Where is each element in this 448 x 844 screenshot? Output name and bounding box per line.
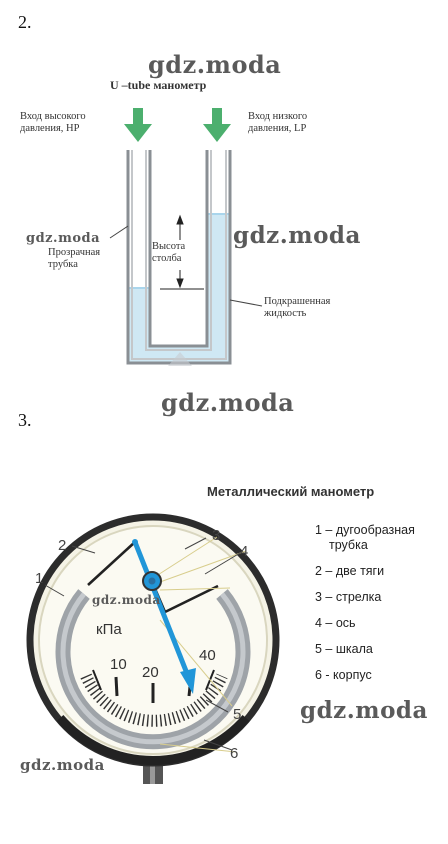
liquid-pointer-line [229,299,263,307]
watermark: gdz.moda [300,697,428,724]
utube-manometer-diagram [109,108,263,366]
legend-item-5: 5 – шкала [315,642,373,656]
hp-inlet-label-line2: давления, HP [20,123,80,134]
legend-item-4: 4 – ось [315,616,356,630]
section-number-2: 2. [18,12,32,32]
gauge-axis [142,571,162,591]
lp-inlet-arrow [203,108,231,142]
lp-inlet-label-line2: давления, LP [248,123,307,134]
gauge-needle [132,539,196,694]
gauge-legend: 1 – дугообразная трубка 2 – две тяги 3 –… [315,523,445,683]
legend-item-1: 1 – дугообразная [315,523,415,537]
lp-inlet-label-line1: Вход низкого [248,111,308,122]
colored-liquid-label-line2: жидкость [264,308,307,319]
callout-lines [44,537,241,751]
hp-inlet-label-line1: Вход высокого [20,111,86,122]
utube-title: U –tube манометр [110,78,207,92]
callout-3: 3 [212,527,221,544]
watermark: gdz.moda [20,756,105,774]
legend-item-6: 6 - корпус [315,668,372,682]
column-height-label-line1: Высота [152,241,186,252]
transparent-tube-label: Прозрачная трубка [48,247,100,271]
column-height-label: Высота столба [152,241,186,265]
scale-value-40: 40 [199,647,216,664]
tube-pointer-line [109,225,129,239]
callout-6: 6 [230,745,239,762]
watermark: gdz.moda [161,388,295,417]
hp-inlet-arrow [124,108,152,142]
callout-4: 4 [240,543,249,560]
colored-liquid-label-line1: Подкрашенная [264,296,331,307]
transparent-tube-label-line1: Прозрачная [48,247,101,258]
callout-2: 2 [58,537,67,554]
column-height-marker [160,214,204,290]
callout-1: 1 [35,570,44,587]
legend-item-1-cont: трубка [329,538,368,552]
watermark: gdz.moda [148,50,282,79]
colored-liquid-label: Подкрашенная жидкость [264,296,330,320]
legend-item-2: 2 – две тяги [315,564,385,578]
watermark: gdz.moda [233,222,361,249]
watermark: gdz.moda [92,593,161,607]
lp-inlet-label: Вход низкого давления, LP [248,111,307,135]
legend-item-3: 3 – стрелка [315,590,382,604]
callout-5: 5 [233,706,242,723]
scale-value-10: 10 [110,656,127,673]
hp-inlet-label: Вход высокого давления, HP [20,111,86,135]
gauge-title: Металлический манометр [207,484,375,499]
transparent-tube-label-line2: трубка [48,259,78,270]
gauge-unit-label: кПа [96,621,122,638]
section-number-3: 3. [18,410,32,430]
watermark: gdz.moda [26,231,101,246]
column-height-label-line2: столба [152,253,182,264]
scale-value-20: 20 [142,664,159,681]
